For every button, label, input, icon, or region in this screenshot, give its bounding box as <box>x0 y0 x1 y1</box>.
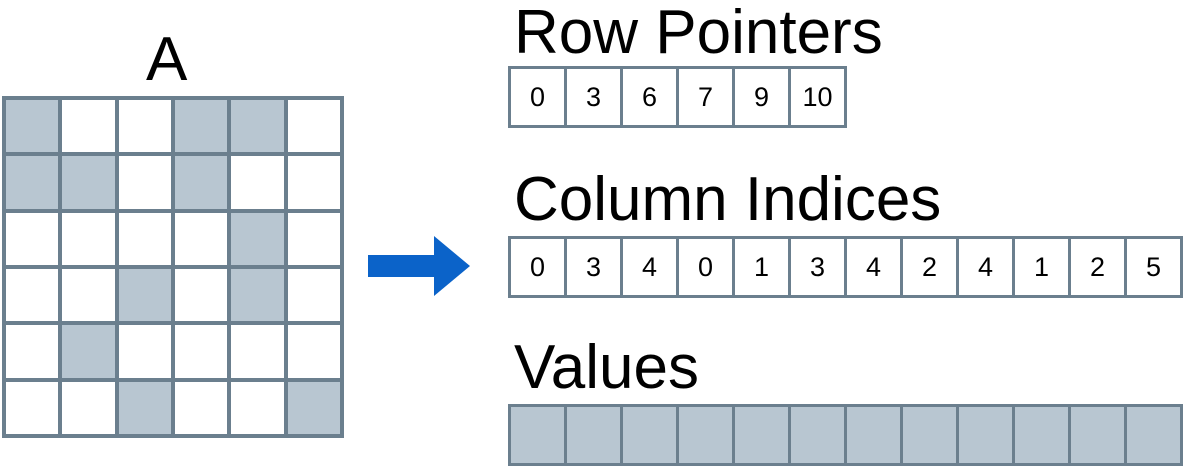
row-pointer-cell: 6 <box>623 69 676 125</box>
row-pointers-title: Row Pointers <box>514 0 883 67</box>
matrix-cell-nonzero <box>231 100 284 153</box>
column-index-cell: 2 <box>1071 239 1124 295</box>
value-cell <box>511 407 564 463</box>
matrix-cell-zero <box>287 156 340 209</box>
column-index-cell: 1 <box>735 239 788 295</box>
column-index-cell: 3 <box>791 239 844 295</box>
matrix-cell-zero <box>231 325 284 378</box>
column-index-cell: 3 <box>567 239 620 295</box>
matrix-cell-nonzero <box>118 268 171 322</box>
matrix-cell-nonzero <box>118 381 171 434</box>
value-cell <box>679 407 732 463</box>
matrix-cell-nonzero <box>287 381 340 434</box>
value-cell <box>1015 407 1068 463</box>
matrix-cell-zero <box>6 212 59 265</box>
matrix-cell-nonzero <box>231 268 284 322</box>
row-pointer-cell: 9 <box>735 69 788 125</box>
matrix-title: A <box>146 25 188 94</box>
row-pointer-cell: 10 <box>791 69 844 125</box>
arrow-right-icon <box>368 236 470 296</box>
matrix-cell-nonzero <box>62 325 115 378</box>
matrix-cell-zero <box>287 325 340 378</box>
value-cell <box>567 407 620 463</box>
matrix-cell-nonzero <box>62 156 115 209</box>
matrix-cell-zero <box>287 100 340 153</box>
matrix-cell-nonzero <box>174 100 228 153</box>
column-index-cell: 5 <box>1127 239 1180 295</box>
matrix-cell-zero <box>6 381 59 434</box>
value-cell <box>903 407 956 463</box>
value-cell <box>1127 407 1180 463</box>
matrix-cell-zero <box>287 268 340 322</box>
matrix-cell-zero <box>174 325 228 378</box>
matrix-cell-zero <box>62 268 115 322</box>
matrix-cell-zero <box>118 156 171 209</box>
value-cell <box>791 407 844 463</box>
matrix-cell-zero <box>174 381 228 434</box>
values-title: Values <box>514 333 699 402</box>
matrix-cell-zero <box>62 100 115 153</box>
value-cell <box>847 407 900 463</box>
values-array <box>508 404 1183 466</box>
value-cell <box>623 407 676 463</box>
column-index-cell: 4 <box>959 239 1012 295</box>
matrix-cell-nonzero <box>6 156 59 209</box>
matrix-cell-zero <box>62 212 115 265</box>
matrix-cell-nonzero <box>231 212 284 265</box>
row-pointer-cell: 0 <box>511 69 564 125</box>
sparse-matrix-grid <box>2 96 344 438</box>
matrix-cell-nonzero <box>174 156 228 209</box>
column-index-cell: 0 <box>511 239 564 295</box>
matrix-cell-zero <box>118 325 171 378</box>
column-index-cell: 1 <box>1015 239 1068 295</box>
row-pointer-cell: 3 <box>567 69 620 125</box>
column-index-cell: 4 <box>847 239 900 295</box>
matrix-cell-nonzero <box>6 100 59 153</box>
column-indices-title: Column Indices <box>514 165 942 234</box>
matrix-cell-zero <box>231 156 284 209</box>
matrix-cell-zero <box>231 381 284 434</box>
value-cell <box>959 407 1012 463</box>
value-cell <box>1071 407 1124 463</box>
column-index-cell: 4 <box>623 239 676 295</box>
matrix-cell-zero <box>118 212 171 265</box>
column-index-cell: 0 <box>679 239 732 295</box>
row-pointer-cell: 7 <box>679 69 732 125</box>
matrix-cell-zero <box>174 268 228 322</box>
matrix-cell-zero <box>174 212 228 265</box>
matrix-cell-zero <box>287 212 340 265</box>
matrix-cell-zero <box>118 100 171 153</box>
matrix-cell-zero <box>6 268 59 322</box>
column-index-cell: 2 <box>903 239 956 295</box>
matrix-cell-zero <box>6 325 59 378</box>
value-cell <box>735 407 788 463</box>
matrix-cell-zero <box>62 381 115 434</box>
